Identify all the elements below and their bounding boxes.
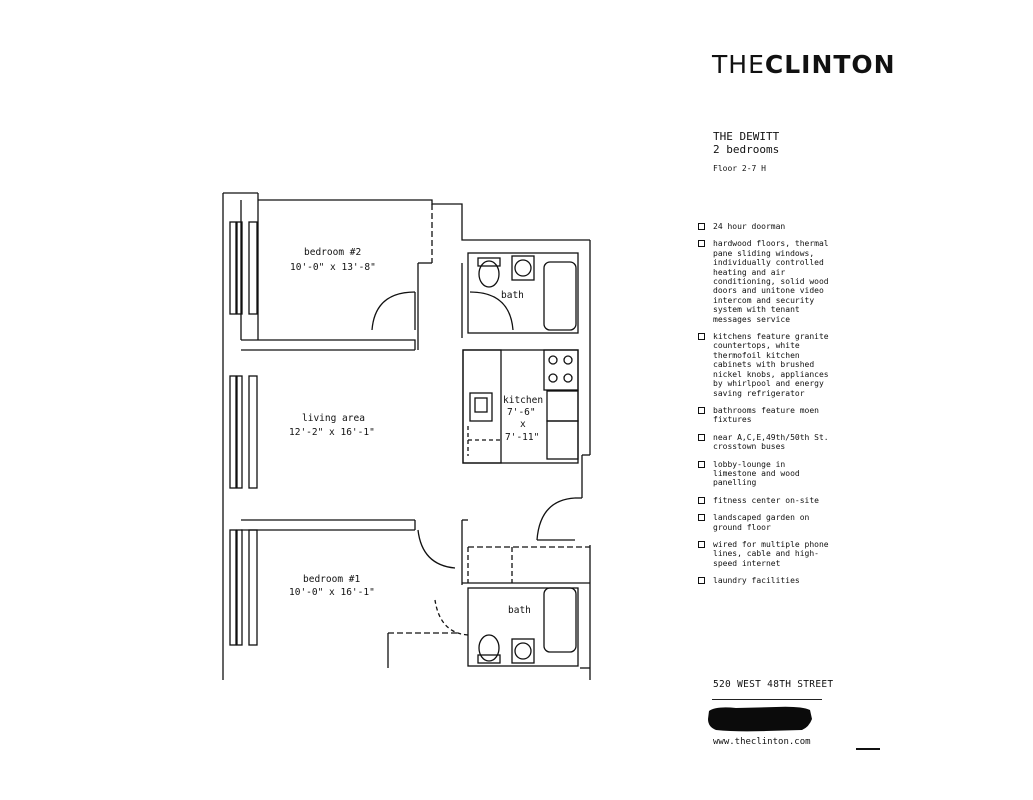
feature-item: bathrooms feature moen fixtures <box>698 406 833 425</box>
room-size-kitchen-h: 7'-11" <box>505 432 539 443</box>
feature-item: kitchens feature granite countertops, wh… <box>698 332 833 398</box>
street-address: 520 WEST 48TH STREET <box>713 679 834 690</box>
checkbox-icon <box>698 406 705 414</box>
feature-item: near A,C,E,49th/50th St. crosstown buses <box>698 433 833 452</box>
feature-text: bathrooms feature moen fixtures <box>713 405 819 425</box>
brand-prefix: THE <box>712 50 765 79</box>
feature-item: landscaped garden on ground floor <box>698 513 833 532</box>
feature-item: laundry facilities <box>698 576 833 585</box>
developer-logo-icon <box>708 706 812 732</box>
features-list: 24 hour doorman hardwood floors, thermal… <box>698 222 833 594</box>
room-label-bath-top: bath <box>501 290 524 301</box>
divider <box>712 699 822 700</box>
checkbox-icon <box>698 496 705 504</box>
room-label-kitchen: kitchen <box>503 395 543 406</box>
checkbox-icon <box>698 540 705 548</box>
feature-text: wired for multiple phone lines, cable an… <box>713 539 829 568</box>
page-mark <box>856 748 880 750</box>
brand-name: CLINTON <box>764 50 896 79</box>
feature-item: lobby-lounge in limestone and wood panel… <box>698 460 833 488</box>
room-size-kitchen-x: x <box>520 419 526 430</box>
unit-name: THE DEWITT <box>713 130 780 143</box>
room-label-bath-bottom: bath <box>508 605 531 616</box>
brand-logo: THECLINTON <box>712 50 896 79</box>
checkbox-icon <box>698 514 705 522</box>
feature-text: landscaped garden on ground floor <box>713 513 810 532</box>
checkbox-icon <box>698 577 705 585</box>
feature-text: fitness center on-site <box>713 495 819 505</box>
feature-item: wired for multiple phone lines, cable an… <box>698 540 833 568</box>
website-link[interactable]: www.theclinton.com <box>713 737 811 747</box>
room-label-bedroom-1: bedroom #1 <box>303 574 360 585</box>
room-label-bedroom-2: bedroom #2 <box>304 247 361 258</box>
feature-text: hardwood floors, thermal pane sliding wi… <box>713 239 829 324</box>
room-size-bedroom-2: 10'-0" x 13'-8" <box>290 262 376 273</box>
feature-text: laundry facilities <box>713 576 800 586</box>
checkbox-icon <box>698 433 705 441</box>
checkbox-icon <box>698 333 705 341</box>
feature-item: hardwood floors, thermal pane sliding wi… <box>698 239 833 324</box>
feature-text: near A,C,E,49th/50th St. crosstown buses <box>713 432 829 452</box>
checkbox-icon <box>698 223 705 230</box>
feature-item: fitness center on-site <box>698 496 833 505</box>
checkbox-icon <box>698 240 705 248</box>
room-label-living: living area <box>302 413 365 424</box>
room-size-living: 12'-2" x 16'-1" <box>289 427 375 438</box>
feature-item: 24 hour doorman <box>698 222 833 231</box>
checkbox-icon <box>698 460 705 468</box>
room-size-kitchen-w: 7'-6" <box>507 407 536 418</box>
feature-text: 24 hour doorman <box>713 222 786 231</box>
feature-text: kitchens feature granite countertops, wh… <box>713 332 829 398</box>
unit-floor: Floor 2-7 H <box>713 164 766 173</box>
unit-bedrooms: 2 bedrooms <box>713 143 780 156</box>
room-size-bedroom-1: 10'-0" x 16'-1" <box>289 587 375 598</box>
feature-text: lobby-lounge in limestone and wood panel… <box>713 459 800 488</box>
